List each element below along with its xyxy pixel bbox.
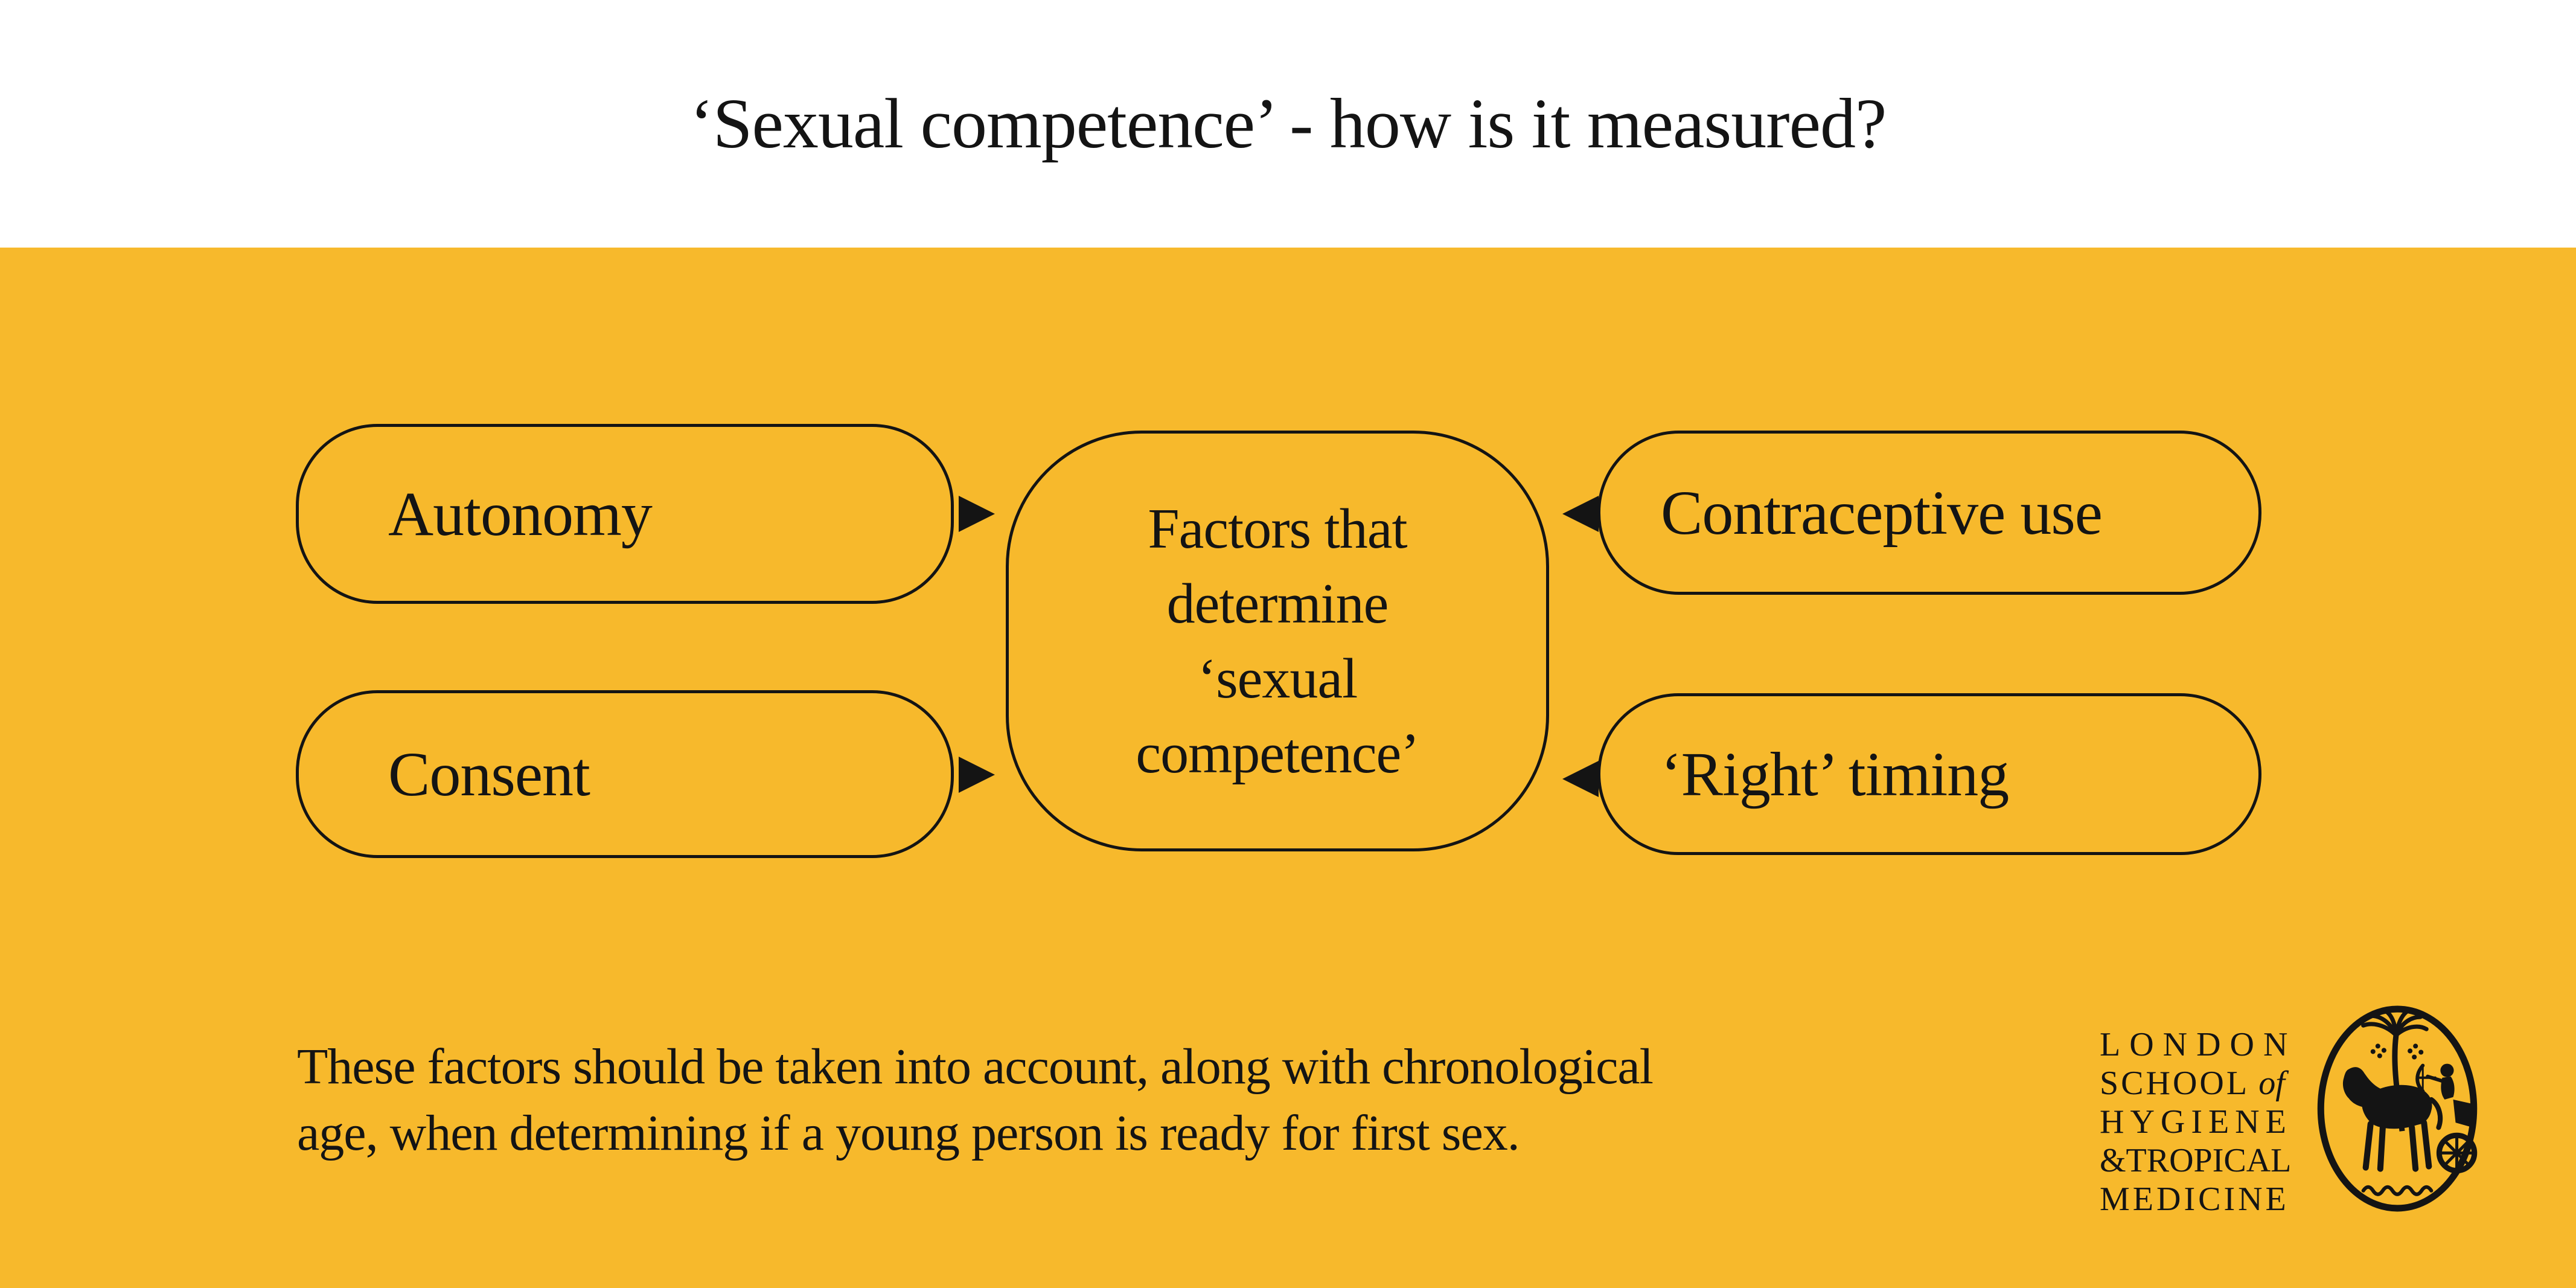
arrow-left-icon bbox=[1562, 761, 1599, 797]
box-center: Factors that determine ‘sexual competenc… bbox=[1006, 431, 1549, 851]
logo-of-word: of bbox=[2258, 1065, 2285, 1102]
title-band: ‘Sexual competence’ - how is it measured… bbox=[0, 0, 2576, 248]
center-box-line: competence’ bbox=[1136, 722, 1419, 785]
lshtm-logo-text: LONDON SCHOOL of HYGIENE &TROPICAL MEDIC… bbox=[2100, 1025, 2299, 1219]
center-box-line: determine bbox=[1166, 572, 1389, 635]
box-contraceptive-use-label: Contraceptive use bbox=[1661, 478, 2103, 548]
logo-line-hygiene: HYGIENE bbox=[2100, 1103, 2292, 1141]
box-autonomy: Autonomy bbox=[296, 424, 954, 604]
box-autonomy-label: Autonomy bbox=[388, 479, 653, 549]
footer-note: These factors should be taken into accou… bbox=[297, 1034, 1654, 1167]
box-consent: Consent bbox=[296, 690, 954, 858]
logo-line-medicine: MEDICINE bbox=[2100, 1181, 2289, 1218]
note-line: These factors should be taken into accou… bbox=[297, 1039, 1654, 1095]
lshtm-logo: LONDON SCHOOL of HYGIENE &TROPICAL MEDIC… bbox=[2100, 1002, 2482, 1219]
box-right-timing-label: ‘Right’ timing bbox=[1661, 739, 2009, 809]
box-consent-label: Consent bbox=[388, 739, 590, 809]
center-box-line: ‘sexual bbox=[1197, 647, 1358, 710]
arrow-left-icon bbox=[1562, 496, 1599, 532]
center-box-line: Factors that bbox=[1148, 497, 1407, 560]
box-right-timing: ‘Right’ timing bbox=[1597, 693, 2261, 855]
page-title: ‘Sexual competence’ - how is it measured… bbox=[689, 84, 1887, 163]
note-line: age, when determining if a young person … bbox=[297, 1105, 1520, 1161]
logo-line-tropical: &TROPICAL bbox=[2100, 1142, 2292, 1179]
box-contraceptive-use: Contraceptive use bbox=[1597, 431, 2261, 595]
logo-line-london: LONDON bbox=[2100, 1026, 2297, 1063]
lshtm-crest-icon bbox=[2317, 1005, 2478, 1212]
arrow-right-icon bbox=[959, 757, 995, 793]
arrow-right-icon bbox=[959, 496, 995, 532]
logo-line-school: SCHOOL of bbox=[2100, 1065, 2285, 1102]
